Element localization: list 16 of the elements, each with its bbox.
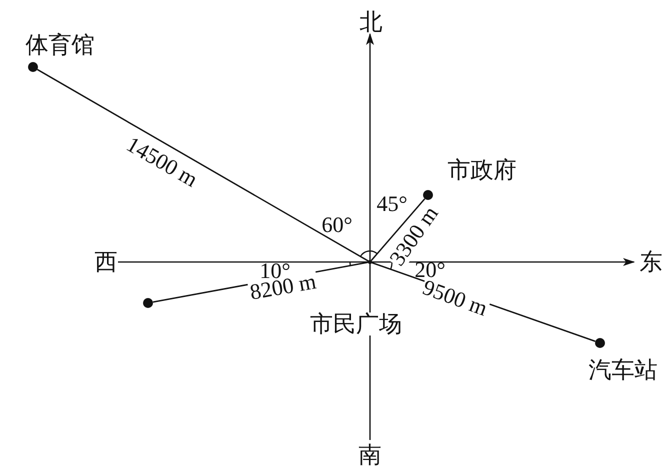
location-dot [423, 190, 433, 200]
connector-line [370, 198, 426, 261]
connector-line [36, 68, 369, 262]
place-name: 汽车站 [588, 358, 658, 382]
place-name: 市政府 [448, 158, 516, 182]
angle-label: 60° [322, 214, 352, 236]
location-dot [368, 260, 372, 264]
direction-label: 南 [358, 444, 382, 466]
direction-label: 东 [640, 250, 662, 274]
direction-label: 北 [360, 10, 382, 34]
place-name: 体育馆 [26, 34, 94, 56]
direction-label: 西 [94, 250, 118, 274]
location-dot [28, 62, 38, 72]
place-name: 市民广场 [310, 312, 402, 336]
location-dot [143, 298, 153, 308]
location-dot [595, 338, 605, 348]
